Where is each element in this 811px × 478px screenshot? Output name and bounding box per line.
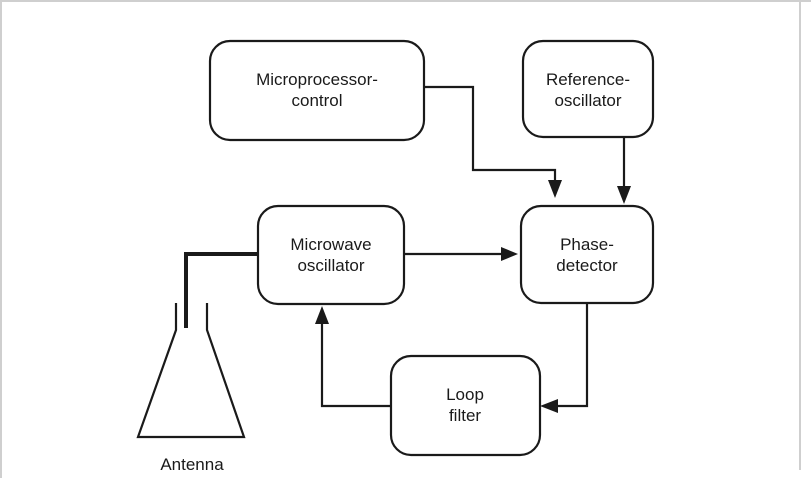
block-reference-oscillator: Reference- oscillator [521,39,655,139]
block-loop-label-line1: Loop [446,385,484,404]
wire-loop-to-microwave [320,322,391,408]
arrow-micro-to-phase [548,180,562,198]
frame-top-border [0,0,811,2]
block-microprocessor-control: Microprocessor- control [208,39,426,142]
frame-left-border [0,0,2,478]
block-microprocessor-label-line2: control [291,91,342,110]
block-reference-label-line1: Reference- [546,70,630,89]
wire-micro-to-phase [424,85,557,184]
block-microwave-label-line1: Microwave [290,235,371,254]
antenna-feed-line [184,252,258,328]
frame-right-border [799,0,801,470]
block-loop-filter: Loop filter [389,354,542,457]
arrow-phase-to-loop [540,399,558,413]
wire-phase-to-loop [556,303,589,408]
antenna-icon [136,303,246,439]
arrow-ref-to-phase [617,186,631,204]
block-phase-label-line2: detector [556,256,618,275]
arrow-microwave-to-phase [501,247,518,261]
connections [184,85,631,413]
block-phase-label-line1: Phase- [560,235,614,254]
arrow-loop-to-microwave [315,306,329,324]
block-loop-label-line2: filter [449,406,481,425]
block-microwave-label-line2: oscillator [297,256,364,275]
block-reference-label-line2: oscillator [554,91,621,110]
block-microprocessor-label-line1: Microprocessor- [256,70,378,89]
block-microwave-oscillator: Microwave oscillator [256,204,406,306]
antenna-label: Antenna [160,455,224,474]
block-phase-detector: Phase- detector [519,204,655,305]
